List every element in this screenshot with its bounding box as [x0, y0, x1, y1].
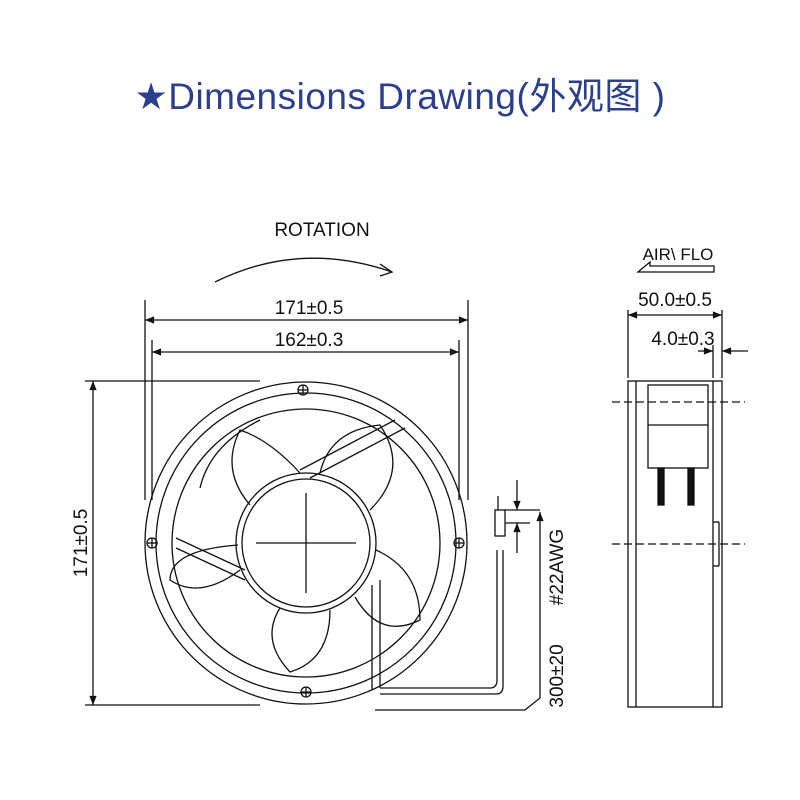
rotation-label: ROTATION — [274, 220, 369, 241]
depth-label: 50.0±0.5 — [638, 290, 712, 311]
fan-blades — [169, 419, 421, 673]
outer-width-label: 171±0.5 — [275, 298, 344, 319]
lead-wire — [380, 550, 498, 689]
lead-length-label: 300±20 — [547, 644, 568, 707]
side-view — [612, 380, 745, 708]
fan-frame — [144, 381, 468, 705]
rotation-arrow — [214, 257, 393, 283]
height-label: 171±0.5 — [71, 509, 92, 578]
star-icon: ★ — [134, 76, 169, 117]
hole-spacing-label: 162±0.3 — [275, 330, 344, 351]
airflow-arrow — [636, 260, 715, 273]
mounting-holes — [146, 384, 465, 698]
page-title: ★Dimensions Drawing(外观图 ) — [0, 66, 800, 120]
flange-label: 4.0±0.3 — [651, 329, 714, 350]
wire-gauge-label: #22AWG — [547, 529, 568, 605]
title-text: Dimensions Drawing(外观图 ) — [168, 76, 666, 117]
fan-hub — [235, 472, 377, 614]
airflow-label: AIR\ FLO — [643, 245, 714, 264]
